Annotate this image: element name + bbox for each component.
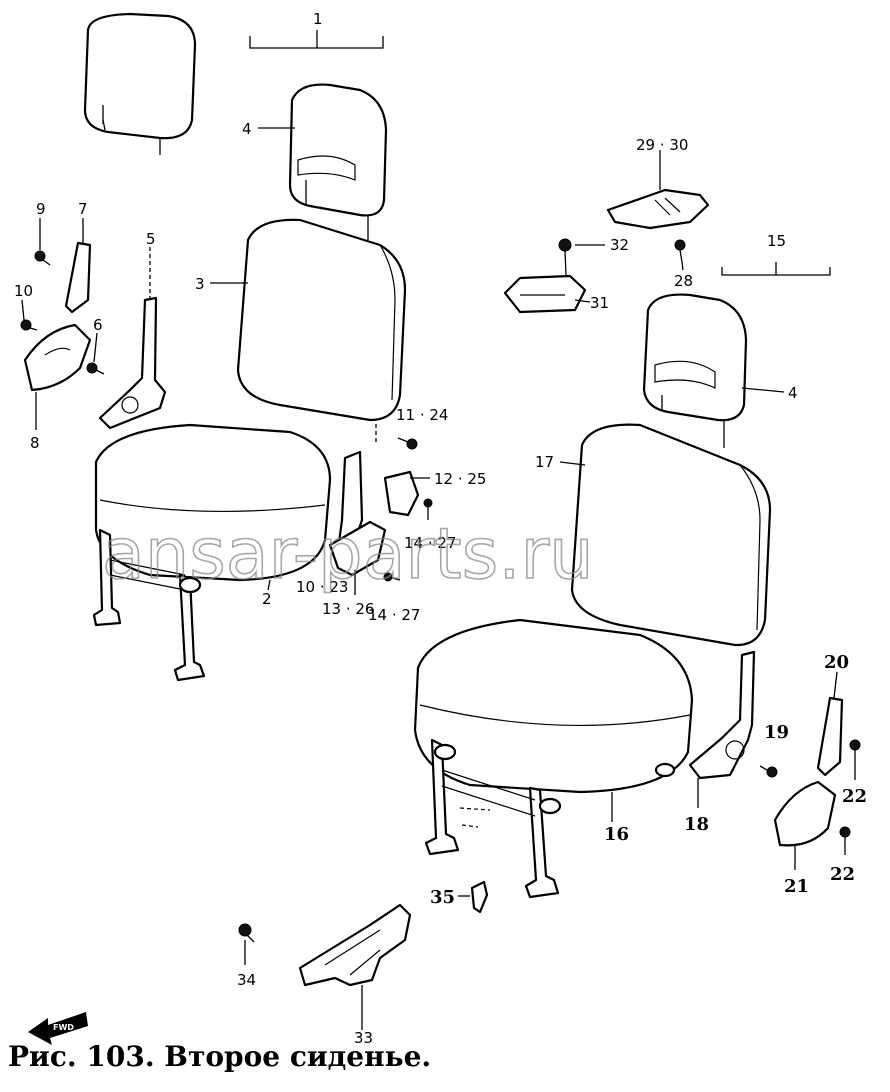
label-16: 16 <box>604 824 629 845</box>
label-11-24: 11 · 24 <box>396 406 448 424</box>
cover-21 <box>773 780 837 847</box>
label-8: 8 <box>30 434 40 452</box>
front-arrow-icon: FWD <box>28 1012 88 1045</box>
bolt-10 <box>20 319 38 331</box>
seatback-17 <box>570 423 772 647</box>
headrest-4-left <box>288 83 388 240</box>
label-4-right: 4 <box>788 384 798 402</box>
label-18: 18 <box>684 814 709 835</box>
label-31: 31 <box>590 294 609 312</box>
part-labels: 1 4 3 9 7 5 10 6 8 11 · 24 12 · 25 14 · … <box>14 10 867 1047</box>
bolt-32 <box>558 238 572 276</box>
label-19: 19 <box>764 722 789 743</box>
label-13-26: 13 · 26 <box>322 600 374 618</box>
bolt-22-lower <box>839 826 851 838</box>
label-29-30: 29 · 30 <box>636 136 688 154</box>
strap-bracket-33 <box>298 903 412 987</box>
part-29-30 <box>606 188 710 230</box>
label-33: 33 <box>354 1029 373 1047</box>
cover-8 <box>23 323 92 392</box>
bolt-11-24 <box>375 424 418 450</box>
label-22-upper: 22 <box>842 786 867 807</box>
label-6: 6 <box>93 316 103 334</box>
recliner-5 <box>98 296 167 430</box>
label-21: 21 <box>784 876 809 897</box>
label-5: 5 <box>146 230 156 248</box>
label-28: 28 <box>674 272 693 290</box>
seatback-3 <box>236 218 407 422</box>
bolt-14-27-upper <box>423 498 433 520</box>
bracket-20 <box>816 696 844 777</box>
label-3: 3 <box>195 275 205 293</box>
clip-35 <box>458 880 489 914</box>
headrest-left <box>83 12 197 155</box>
label-12-25: 12 · 25 <box>434 470 486 488</box>
label-35: 35 <box>430 887 455 908</box>
label-10-23: 10 · 23 <box>296 578 348 596</box>
bolt-19 <box>759 765 778 778</box>
label-22-lower: 22 <box>830 864 855 885</box>
front-arrow-text: FWD <box>53 1023 74 1032</box>
bolt-34 <box>238 923 255 943</box>
watermark: ansar-parts.ru <box>102 513 594 595</box>
cover-12-25 <box>383 470 420 517</box>
figure-caption: Рис. 103. Второе сиденье. <box>8 1040 432 1073</box>
seat-cushion-2 <box>94 423 332 582</box>
label-4-left: 4 <box>242 120 252 138</box>
bolt-9 <box>34 250 51 266</box>
recliner-18 <box>688 650 756 780</box>
label-14-27-lower: 14 · 27 <box>368 606 420 624</box>
label-2: 2 <box>262 590 272 608</box>
label-15: 15 <box>767 232 786 250</box>
bracket-7 <box>64 241 92 314</box>
bolt-6 <box>86 362 105 375</box>
label-14-27-upper: 14 · 27 <box>404 534 456 552</box>
bolt-14-27-lower <box>383 572 401 582</box>
label-10: 10 <box>14 282 33 300</box>
headrest-4-right <box>642 293 748 448</box>
seat-frame-left <box>92 528 206 682</box>
hinge-13-26 <box>328 450 387 577</box>
label-9: 9 <box>36 200 46 218</box>
label-17: 17 <box>535 453 554 471</box>
plate-31 <box>503 274 587 314</box>
seat-cushion-16 <box>413 618 694 794</box>
bolt-28 <box>674 239 686 263</box>
bolt-22-upper <box>849 739 861 751</box>
label-7: 7 <box>78 200 88 218</box>
label-32: 32 <box>610 236 629 254</box>
leader-lines <box>21 30 856 1030</box>
label-34: 34 <box>237 971 256 989</box>
seat-frame-right <box>424 738 676 899</box>
label-1: 1 <box>313 10 323 28</box>
label-20: 20 <box>824 652 849 673</box>
